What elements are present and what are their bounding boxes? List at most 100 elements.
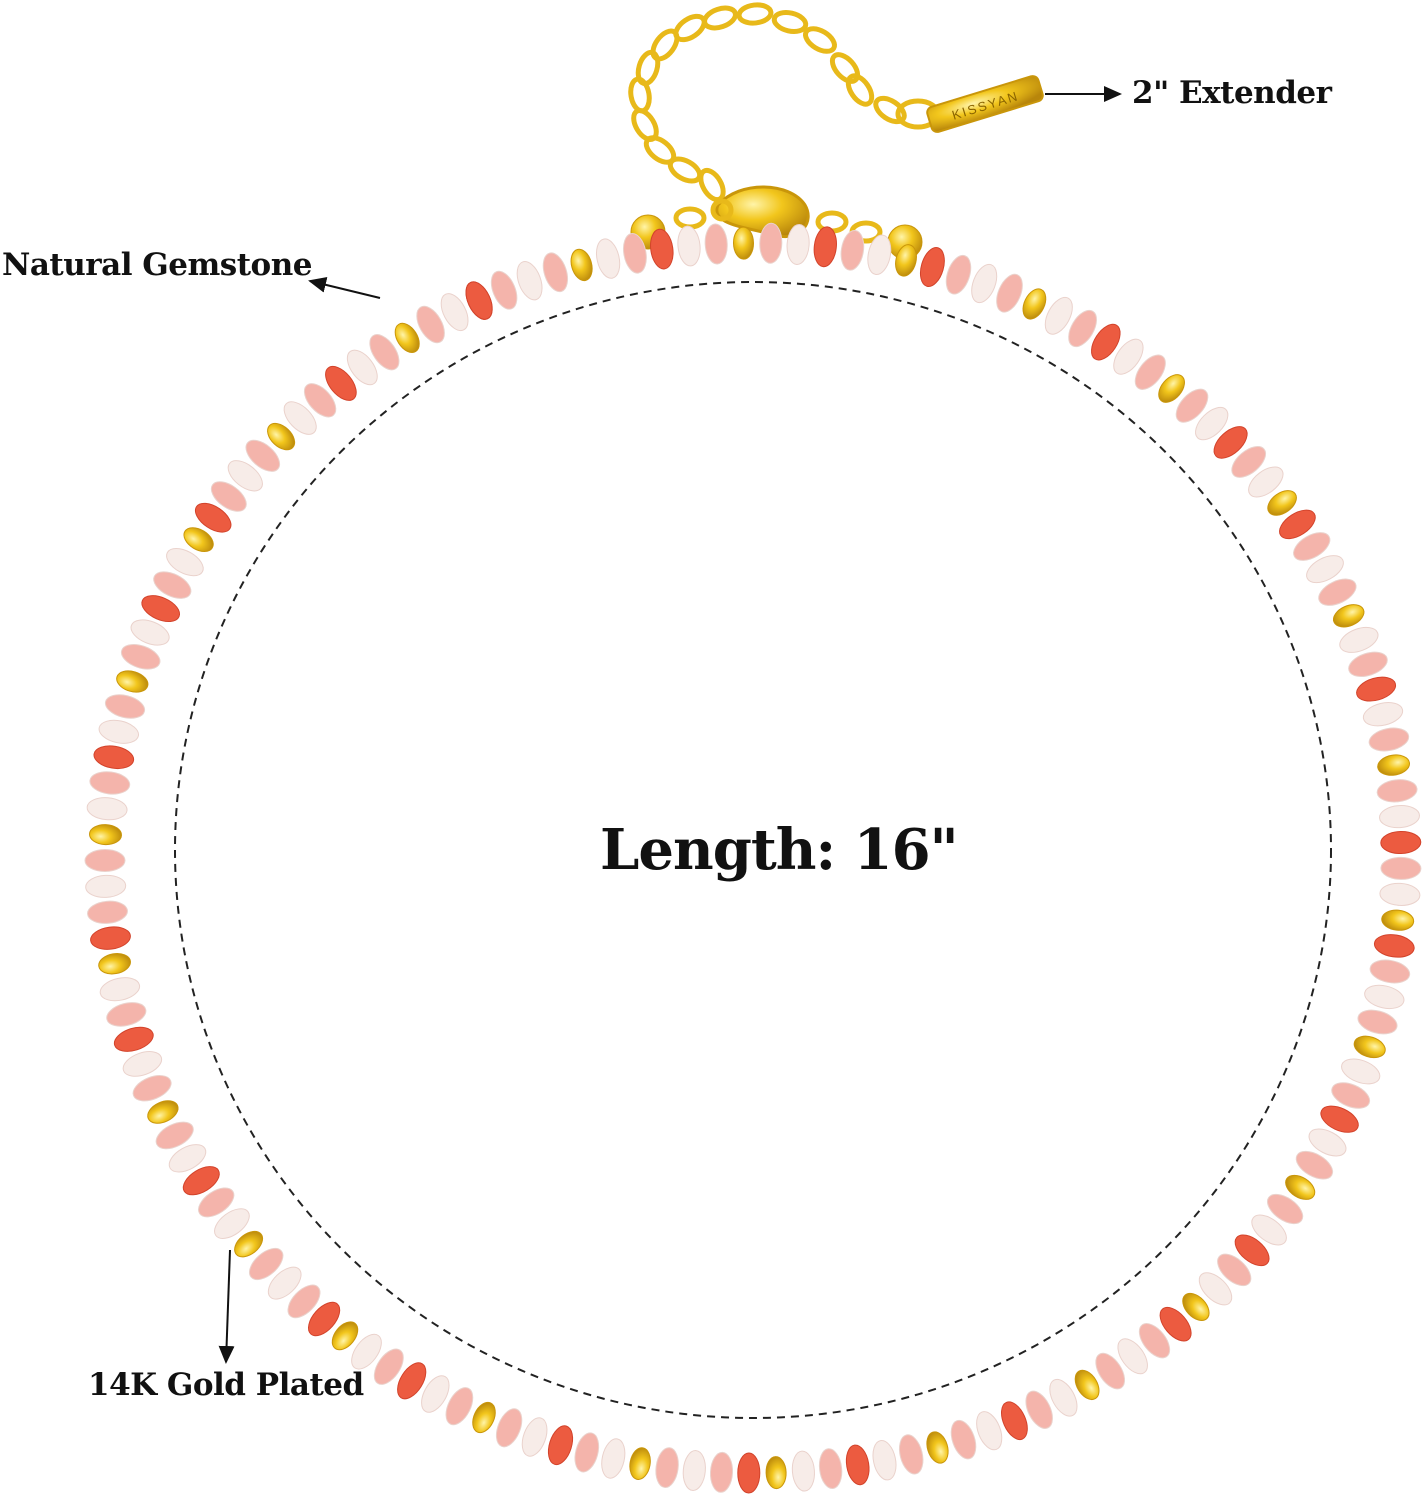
- gold-spacer-bead: [1182, 1292, 1210, 1321]
- gold-spacer-bead: [394, 322, 420, 353]
- gemstone-bead: [104, 694, 146, 719]
- gold-plated-label: 14K Gold Plated: [88, 1367, 364, 1403]
- gemstone-bead: [93, 745, 135, 770]
- gemstone-bead: [1195, 406, 1229, 441]
- gemstone-bead: [1364, 984, 1405, 1010]
- chain-link: [829, 52, 861, 84]
- gold-spacer-bead: [147, 1100, 179, 1124]
- gemstone-bead: [495, 1408, 523, 1448]
- gemstone-bead: [601, 1438, 626, 1479]
- gemstone-bead: [87, 900, 128, 924]
- gemstone-bead: [813, 226, 837, 268]
- gemstone-bead: [1234, 1234, 1270, 1267]
- gemstone-bead: [595, 238, 621, 279]
- gemstone-bead: [84, 848, 126, 873]
- gemstone-bead: [1368, 727, 1410, 752]
- chain-link: [873, 95, 907, 125]
- gemstone-bead: [1113, 338, 1144, 375]
- gemstone-bead: [308, 1301, 341, 1337]
- gemstone-bead: [1138, 1323, 1171, 1359]
- gemstone-bead: [1279, 509, 1316, 540]
- gold-spacer-bead: [89, 824, 122, 846]
- length-guide-circle: [174, 281, 1332, 1419]
- gemstone-bead: [737, 1452, 761, 1494]
- gold-spacer-bead: [1285, 1174, 1316, 1200]
- gemstone-bead: [1308, 1128, 1347, 1157]
- gemstone-bead: [1295, 1150, 1334, 1180]
- gemstone-bead: [1293, 532, 1331, 561]
- gold-spacer-bead: [1332, 604, 1365, 628]
- gold-spacer-bead: [926, 1431, 949, 1464]
- gemstone-bead: [1095, 1352, 1126, 1390]
- gold-spacer-bead: [234, 1230, 264, 1258]
- gemstone-bead: [898, 1434, 924, 1475]
- gemstone-bead: [122, 1051, 163, 1077]
- gemstone-bead: [1044, 296, 1073, 335]
- chain-icon: [628, 2, 941, 203]
- gemstone-bead: [786, 224, 810, 265]
- gemstone-bead: [90, 926, 131, 950]
- gemstone-bead: [416, 305, 445, 344]
- gemstone-bead: [704, 223, 728, 265]
- gemstone-bead: [867, 234, 892, 276]
- gemstone-bead: [1357, 1009, 1398, 1035]
- gemstone-bead: [945, 254, 972, 295]
- chain-link: [698, 167, 726, 203]
- gemstone-bead: [1339, 626, 1379, 653]
- gemstone-bead: [682, 1450, 706, 1491]
- gemstone-bead: [267, 1266, 302, 1300]
- gemstone-bead: [325, 365, 357, 401]
- gemstone-bead: [759, 222, 783, 264]
- gemstone-bead: [1251, 1214, 1287, 1246]
- arrow-icon: [308, 277, 381, 299]
- gemstone-bead: [1068, 309, 1098, 348]
- gemstone-bead: [421, 1375, 450, 1413]
- gemstone-bead: [791, 1450, 815, 1492]
- chain-link: [771, 10, 809, 34]
- gemstone-bead: [1380, 856, 1422, 880]
- gold-spacer-bead: [629, 1447, 651, 1480]
- gemstone-bead: [1231, 446, 1267, 478]
- gemstone-bead: [1175, 388, 1209, 423]
- gemstone-bead: [130, 619, 170, 646]
- gold-spacer-bead: [765, 1456, 787, 1490]
- gemstone-bead: [622, 233, 647, 274]
- gemstone-bead: [445, 1387, 474, 1426]
- gold-spacer-bead: [1381, 909, 1415, 931]
- gemstone-bead: [818, 1448, 843, 1489]
- gemstone-bead: [227, 460, 263, 492]
- gemstone-bead: [198, 1187, 235, 1218]
- gold-spacer-bead: [98, 952, 131, 975]
- gemstone-bead: [1091, 323, 1121, 361]
- gemstone-bead: [85, 874, 127, 898]
- gemstone-bead: [440, 293, 469, 332]
- gemstone-bead: [99, 977, 141, 1002]
- gemstone-bead: [547, 1425, 574, 1466]
- gemstone-bead: [249, 1247, 284, 1281]
- gold-spacer-bead: [732, 226, 755, 260]
- gemstone-bead: [214, 1208, 250, 1239]
- gold-spacer-bead: [267, 422, 296, 451]
- gemstone-bead: [287, 1284, 321, 1319]
- gemstone-bead: [1369, 959, 1411, 984]
- gemstone-bead: [153, 571, 192, 599]
- gold-spacer-bead: [183, 527, 214, 553]
- gemstone-bead: [1318, 578, 1357, 606]
- gemstone-bead: [650, 228, 674, 270]
- gemstone-bead: [490, 270, 518, 310]
- gemstone-bead: [845, 1444, 870, 1486]
- gemstone-bead: [516, 261, 543, 301]
- gemstone-bead: [120, 644, 161, 670]
- gemstone-bead: [182, 1166, 220, 1196]
- gemstone-bead: [373, 1348, 404, 1385]
- gemstone-bead: [1348, 651, 1388, 677]
- gemstone-bead: [210, 481, 247, 512]
- gemstone-bead: [283, 401, 317, 435]
- chain-link: [702, 5, 738, 31]
- gemstone-bead: [1248, 466, 1284, 498]
- gemstone-bead: [976, 1411, 1003, 1451]
- gemstone-bead: [1356, 676, 1397, 702]
- gemstone-bead: [1379, 882, 1421, 906]
- gold-spacer-bead: [472, 1401, 496, 1434]
